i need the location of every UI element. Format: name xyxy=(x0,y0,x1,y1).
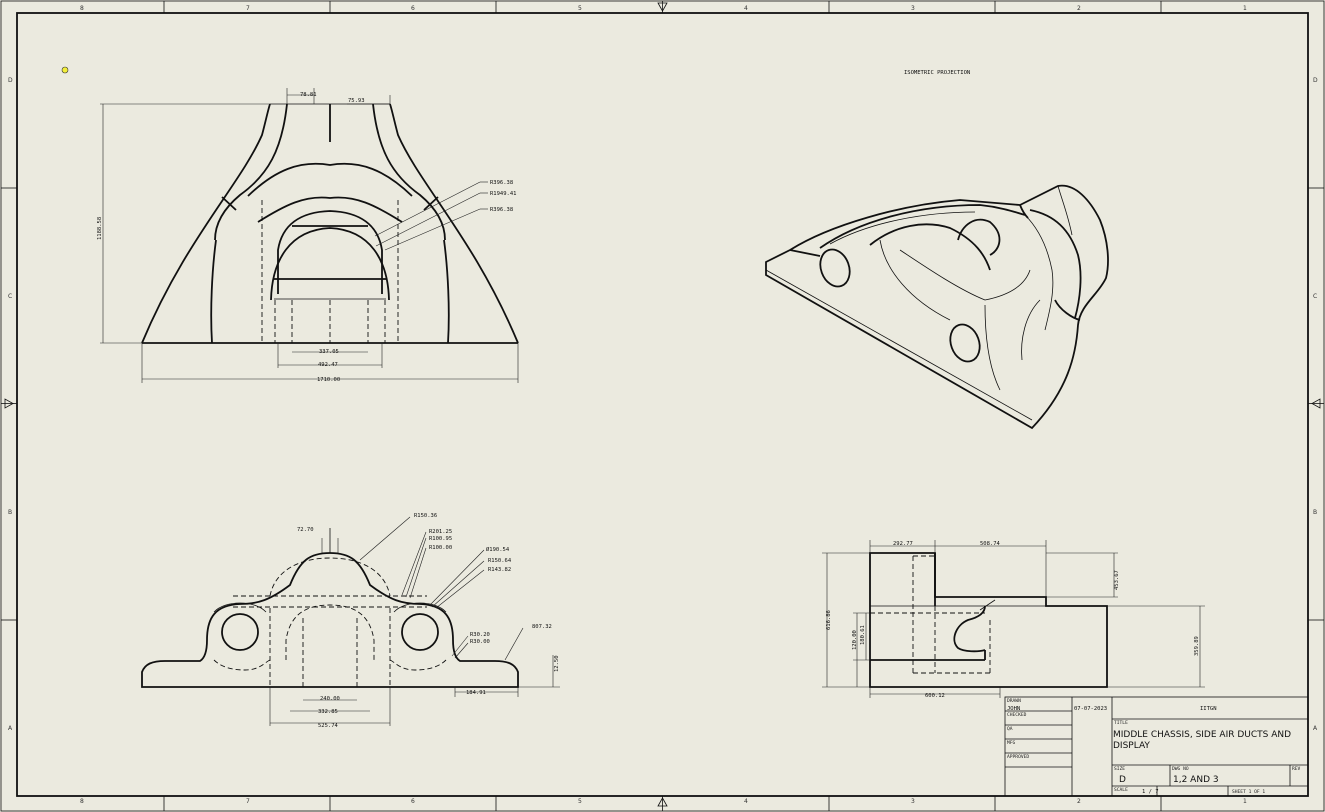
zone-row-d-r: D xyxy=(1313,77,1318,84)
tb-drawn-label: DRAWN xyxy=(1007,698,1021,704)
dim-side-thick: 12.50 xyxy=(554,655,560,672)
dim-top-f: 120.00 xyxy=(852,630,858,650)
tb-dwg-no: 1,2 AND 3 xyxy=(1173,775,1219,785)
dim-top-c: 453.67 xyxy=(1114,570,1120,590)
tb-scale-label: SCALE xyxy=(1114,787,1128,793)
dim-side-r-d: R100.00 xyxy=(429,545,452,551)
zone-col-1: 1 xyxy=(1243,5,1247,12)
zone-row-d: D xyxy=(8,77,13,84)
dim-top-b: 508.74 xyxy=(980,541,1001,547)
tb-size: D xyxy=(1119,775,1126,785)
dim-top-a: 292.77 xyxy=(893,541,913,547)
tb-company: IITGN xyxy=(1200,706,1217,712)
dim-side-w2: 332.85 xyxy=(318,709,338,715)
dim-front-r3: R396.38 xyxy=(490,207,513,213)
tb-title: MIDDLE CHASSIS, SIDE AIR DUCTS AND DISPL… xyxy=(1113,730,1292,751)
zone-col-2: 2 xyxy=(1077,5,1081,12)
tb-qa-label: QA xyxy=(1007,726,1013,732)
title-block xyxy=(1004,696,1309,797)
dim-front-r2: R1949.41 xyxy=(490,191,517,197)
tb-drawn-by: JOHN xyxy=(1007,706,1020,712)
zone-col-5-b: 5 xyxy=(578,798,582,805)
dim-front-height: 1188.58 xyxy=(97,217,103,240)
zone-row-a: A xyxy=(8,725,13,732)
tb-scale: 1 / 7 xyxy=(1142,789,1159,795)
zone-col-1-b: 1 xyxy=(1243,798,1247,805)
zone-labels: 8 7 6 5 4 3 2 1 8 7 6 5 4 3 2 1 D C B A … xyxy=(8,5,1318,805)
zone-col-6-b: 6 xyxy=(411,798,415,805)
tb-rev-label: REV xyxy=(1292,766,1301,772)
dim-top-h: 600.12 xyxy=(925,693,945,699)
zone-row-b-r: B xyxy=(1313,509,1317,516)
tb-size-label: SIZE xyxy=(1114,766,1125,772)
dim-side-w4: 184.91 xyxy=(466,690,486,696)
zone-col-7: 7 xyxy=(246,5,250,12)
zone-col-8: 8 xyxy=(80,5,84,12)
dim-front-inner: 337.05 xyxy=(319,349,339,355)
dim-side-r-e: R150.64 xyxy=(488,558,512,564)
tb-dwg-label: DWG NO xyxy=(1172,766,1189,772)
zone-row-c-r: C xyxy=(1313,293,1317,300)
dim-side-w1: 240.00 xyxy=(320,696,340,702)
dim-side-r-f: R143.82 xyxy=(488,567,511,573)
tb-title-label: TITLE xyxy=(1114,720,1128,726)
zone-col-4: 4 xyxy=(744,5,748,12)
zone-col-3: 3 xyxy=(911,5,915,12)
zone-col-7-b: 7 xyxy=(246,798,250,805)
zone-col-2-b: 2 xyxy=(1077,798,1081,805)
inner-border xyxy=(16,12,1309,797)
dim-side-r-a: R150.36 xyxy=(414,513,437,519)
tb-sheet: SHEET 1 OF 1 xyxy=(1232,789,1265,795)
front-view xyxy=(100,88,519,383)
dim-top-g: 359.89 xyxy=(1194,636,1200,656)
zone-col-6: 6 xyxy=(411,5,415,12)
dim-top-d: 616.86 xyxy=(826,610,832,630)
zone-col-3-b: 3 xyxy=(911,798,915,805)
dim-side-r-i: 807.32 xyxy=(532,624,552,630)
side-view xyxy=(141,516,560,726)
dim-front-top-offset: 75.93 xyxy=(348,98,365,104)
tb-checked-label: CHECKED xyxy=(1007,712,1027,718)
dim-side-r-b: R201.25 xyxy=(429,529,452,535)
zone-col-4-b: 4 xyxy=(744,798,748,805)
dim-front-r1: R396.38 xyxy=(490,180,513,186)
top-view xyxy=(822,540,1205,698)
zone-col-8-b: 8 xyxy=(80,798,84,805)
zone-row-a-r: A xyxy=(1313,725,1318,732)
dim-side-w3: 525.74 xyxy=(318,723,339,729)
dim-front-overall: 1710.00 xyxy=(317,377,340,383)
dim-top-e: 180.61 xyxy=(860,625,866,645)
dim-front-top-width: 78.81 xyxy=(300,92,317,98)
isometric-view xyxy=(765,184,1109,430)
dim-side-r-h: R30.00 xyxy=(470,639,490,645)
zone-row-c: C xyxy=(8,293,12,300)
tb-approved-label: APPROVED xyxy=(1007,754,1029,760)
dim-front-mid: 492.47 xyxy=(318,362,338,368)
zone-col-5: 5 xyxy=(578,5,582,12)
dim-side-dia: Ø190.54 xyxy=(486,546,510,553)
zone-row-b: B xyxy=(8,509,12,516)
tb-date: 07-07-2023 xyxy=(1074,706,1107,712)
dim-side-r-c: R100.95 xyxy=(429,536,452,542)
dim-side-top: 72.70 xyxy=(297,527,314,533)
dim-side-r-g: R30.20 xyxy=(470,632,490,638)
cursor-dot xyxy=(61,66,69,74)
isometric-label: ISOMETRIC PROJECTION xyxy=(904,70,970,76)
tb-mfg-label: MFG xyxy=(1007,740,1016,746)
